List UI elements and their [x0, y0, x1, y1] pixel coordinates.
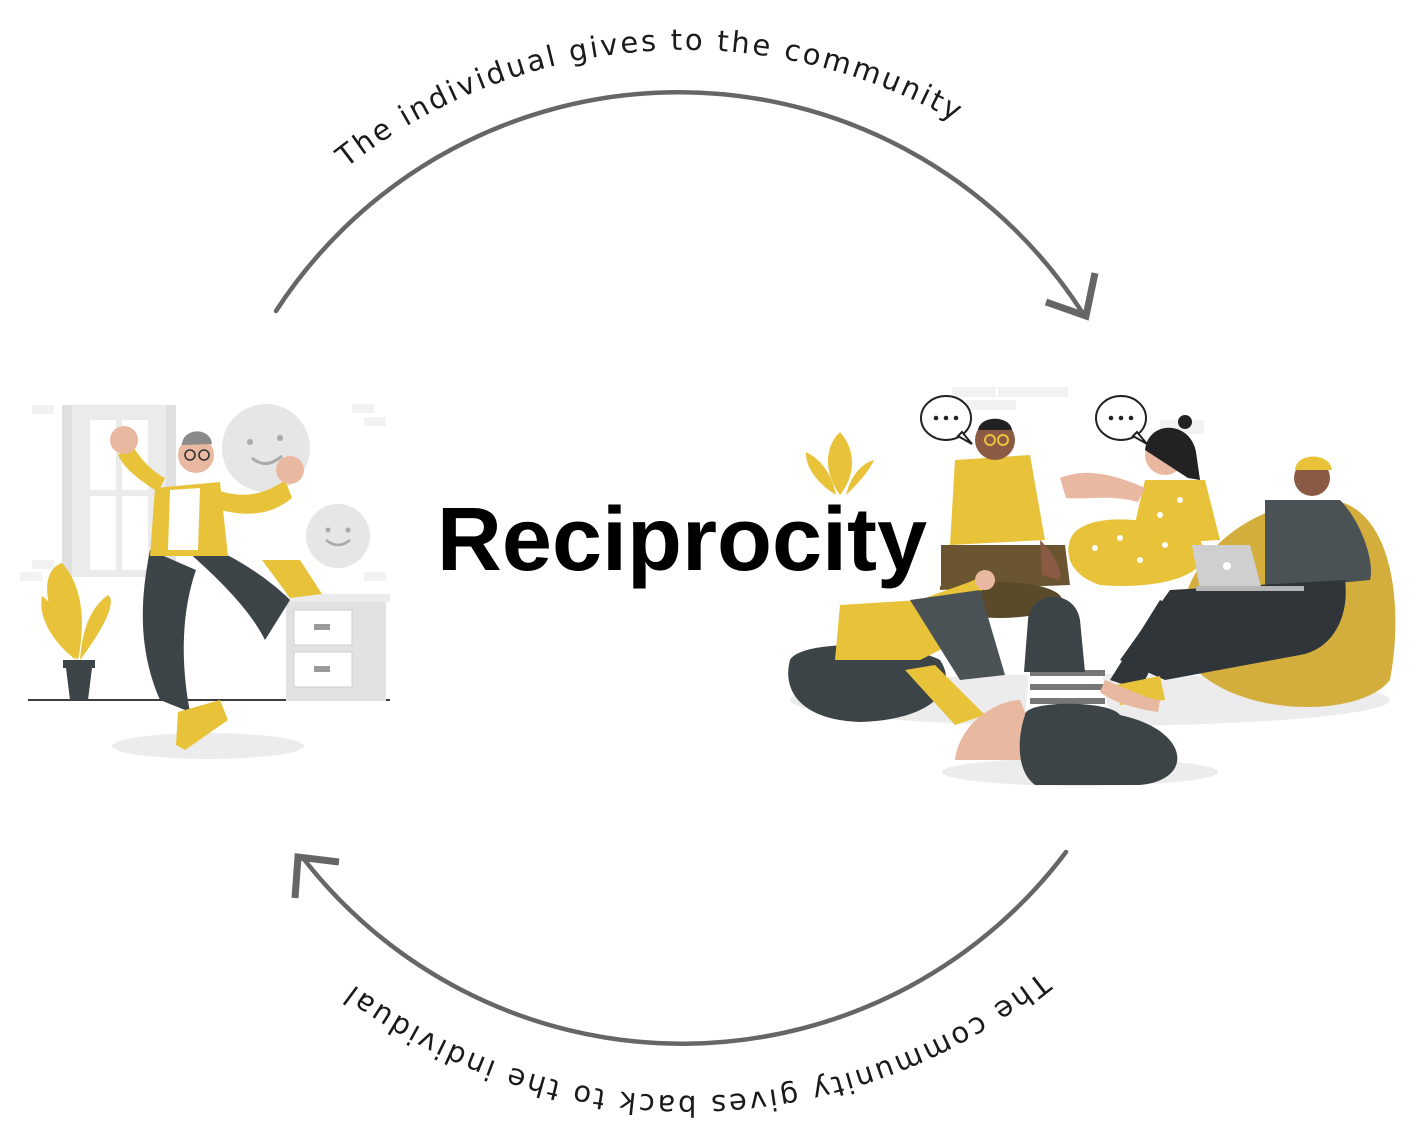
top-arrow	[273, 90, 1099, 321]
diagram-title: Reciprocity	[437, 490, 927, 590]
dancing-person-icon	[110, 426, 322, 750]
person-glasses-icon	[938, 418, 1070, 618]
speech-bubble-icon	[1095, 395, 1148, 445]
top-arrowhead-icon	[1044, 272, 1099, 321]
individual-illustration	[20, 404, 390, 759]
person-seated-icon	[788, 570, 1005, 725]
person-back-view-icon	[955, 596, 1178, 785]
plant-icon	[41, 563, 111, 700]
cabinet-icon	[280, 594, 390, 701]
top-arc	[273, 90, 1085, 315]
arrow-top-label: The individual gives to the community	[329, 23, 970, 174]
title-group: Reciprocity	[423, 490, 941, 590]
bottom-arc	[300, 849, 1069, 1046]
speech-bubble-icon	[920, 395, 973, 445]
laptop-icon	[1192, 545, 1304, 591]
smiley-balloon-icon	[222, 404, 370, 568]
bottom-arrowhead-icon	[291, 853, 340, 899]
person-dress-icon	[1060, 415, 1220, 586]
person-laptop-icon	[1110, 456, 1371, 705]
bottom-arrow	[291, 849, 1069, 1046]
plant-icon	[805, 432, 874, 495]
community-illustration	[788, 387, 1396, 786]
